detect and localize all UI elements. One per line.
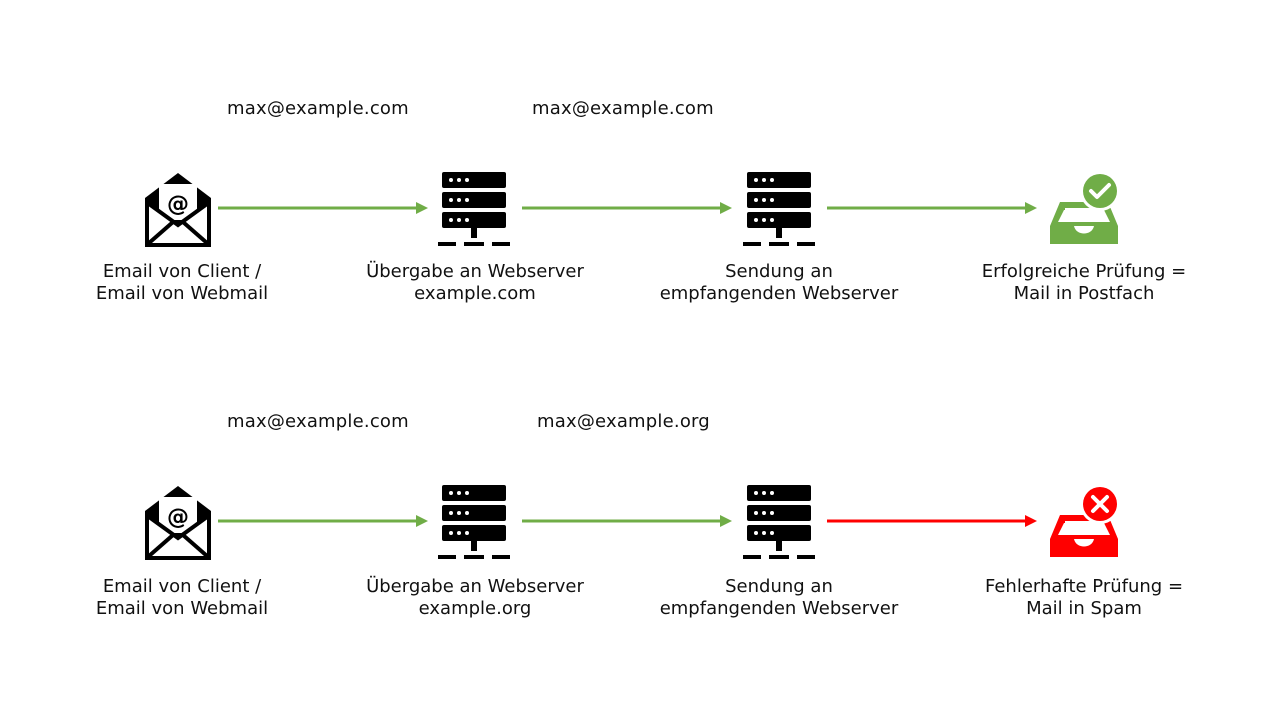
step-label-line: example.org	[418, 598, 532, 619]
flow-arrow-ok	[827, 198, 1039, 218]
sender-address-client: max@example.com	[227, 411, 409, 432]
step-label-receiving-server: Sendung an empfangenden Webserver	[634, 261, 924, 305]
step-label-line: Erfolgreiche Prüfung =	[981, 261, 1187, 282]
svg-text:@: @	[167, 192, 189, 217]
svg-text:@: @	[167, 505, 189, 530]
step-label-result: Fehlerhafte Prüfung = Mail in Spam	[939, 576, 1229, 620]
step-label-line: Email von Client /	[102, 261, 262, 282]
step-label-line: Übergabe an Webserver	[366, 261, 584, 282]
server-icon	[739, 170, 819, 250]
step-label-line: Übergabe an Webserver	[366, 576, 584, 597]
server-icon	[739, 483, 819, 563]
step-label-line: Mail in Postfach	[1013, 283, 1155, 304]
server-icon	[434, 483, 514, 563]
step-label-client: Email von Client / Email von Webmail	[37, 261, 327, 305]
step-label-line: Email von Webmail	[95, 283, 269, 304]
step-label-line: Email von Webmail	[95, 598, 269, 619]
inbox-check-icon	[1044, 170, 1124, 250]
step-label-client: Email von Client / Email von Webmail	[37, 576, 327, 620]
step-label-line: empfangenden Webserver	[659, 283, 899, 304]
sender-address-server: max@example.com	[532, 98, 714, 119]
inbox-cross-icon	[1044, 483, 1124, 563]
step-label-result: Erfolgreiche Prüfung = Mail in Postfach	[939, 261, 1229, 305]
step-label-line: Email von Client /	[102, 576, 262, 597]
step-label-line: Sendung an	[725, 576, 833, 597]
open-envelope-at-icon: @	[138, 483, 218, 563]
flow-arrow-ok	[522, 198, 734, 218]
step-label-line: Fehlerhafte Prüfung =	[984, 576, 1184, 597]
open-envelope-at-icon: @	[138, 170, 218, 250]
step-label-receiving-server: Sendung an empfangenden Webserver	[634, 576, 924, 620]
step-label-webserver: Übergabe an Webserver example.org	[330, 576, 620, 620]
server-icon	[434, 170, 514, 250]
flow-arrow-ok	[218, 198, 430, 218]
sender-address-server: max@example.org	[537, 411, 710, 432]
flow-arrow-ok	[522, 511, 734, 531]
flow-arrow-ok	[218, 511, 430, 531]
flow-arrow-fail	[827, 511, 1039, 531]
step-label-line: example.com	[414, 283, 536, 304]
step-label-line: empfangenden Webserver	[659, 598, 899, 619]
flow-failure: max@example.com max@example.org @	[0, 403, 1280, 643]
sender-address-client: max@example.com	[227, 98, 409, 119]
flow-success: max@example.com max@example.com @	[0, 90, 1280, 330]
step-label-line: Sendung an	[725, 261, 833, 282]
step-label-line: Mail in Spam	[1026, 598, 1142, 619]
step-label-webserver: Übergabe an Webserver example.com	[330, 261, 620, 305]
